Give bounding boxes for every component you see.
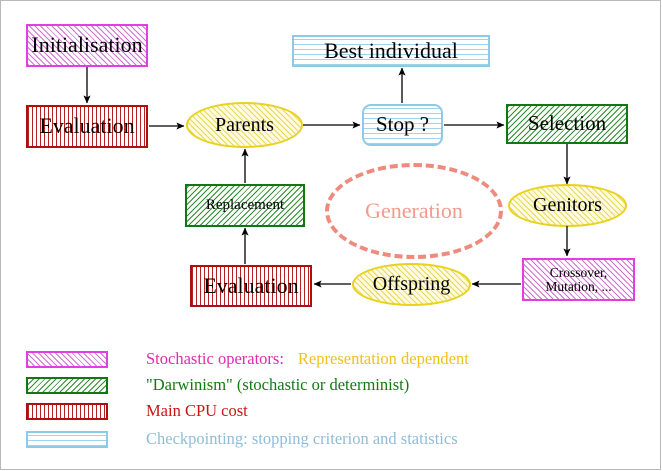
- node-stop-label: Stop ?: [375, 112, 430, 137]
- node-generation-label: Generation: [365, 198, 463, 223]
- legend-label-checkpointing: Checkpointing: stopping criterion and st…: [146, 429, 458, 448]
- node-offspring-label: Offspring: [372, 273, 451, 296]
- node-generation: Generation: [325, 163, 503, 259]
- node-parents-label: Parents: [215, 113, 274, 136]
- node-evaluation-bottom-label: Evaluation: [203, 272, 299, 298]
- legend-row-darwinism: "Darwinism" (stochastic or determinist): [26, 372, 409, 398]
- node-stop[interactable]: Stop ?: [362, 104, 443, 146]
- node-crossover-mutation[interactable]: Crossover, Mutation, ...: [522, 258, 635, 301]
- node-genitors[interactable]: Genitors: [508, 184, 627, 227]
- node-evaluation-top[interactable]: Evaluation: [26, 105, 148, 148]
- legend-row-stochastic-operators: Stochastic operators: Representation dep…: [26, 346, 469, 372]
- node-selection-label: Selection: [527, 111, 607, 136]
- node-crossover-mutation-line1: Crossover,: [549, 264, 608, 280]
- node-crossover-mutation-line2: Mutation, ...: [545, 278, 612, 294]
- node-best-individual[interactable]: Best individual: [292, 35, 490, 67]
- node-genitors-label: Genitors: [533, 194, 602, 217]
- legend-row-main-cpu-cost: Main CPU cost: [26, 398, 248, 424]
- legend-swatch-green-diagonal-hatch: [26, 376, 108, 394]
- node-best-individual-label: Best individual: [324, 37, 458, 63]
- node-initialisation-label: Initialisation: [31, 32, 143, 58]
- legend-label-darwinism: "Darwinism" (stochastic or determinist): [146, 375, 410, 394]
- node-selection[interactable]: Selection: [506, 104, 628, 144]
- node-evaluation-bottom[interactable]: Evaluation: [190, 265, 312, 307]
- legend-label-stochastic-operators: Stochastic operators:: [146, 349, 284, 368]
- node-offspring[interactable]: Offspring: [352, 263, 471, 306]
- node-evaluation-top-label: Evaluation: [39, 113, 135, 139]
- node-parents[interactable]: Parents: [186, 102, 303, 148]
- legend-label-representation-dependent: Representation dependent: [297, 349, 469, 368]
- legend-swatch-blue-horizontal-hatch: [26, 430, 108, 448]
- legend-row-checkpointing: Checkpointing: stopping criterion and st…: [26, 426, 458, 452]
- node-replacement[interactable]: Replacement: [185, 184, 305, 227]
- node-replacement-label: Replacement: [205, 196, 285, 213]
- legend: Stochastic operators: Representation dep…: [0, 338, 662, 458]
- legend-label-main-cpu-cost: Main CPU cost: [146, 401, 248, 420]
- legend-swatch-red-vertical-hatch: [26, 402, 108, 420]
- node-initialisation[interactable]: Initialisation: [26, 24, 148, 67]
- legend-swatch-magenta-diagonal-hatch: [26, 350, 108, 368]
